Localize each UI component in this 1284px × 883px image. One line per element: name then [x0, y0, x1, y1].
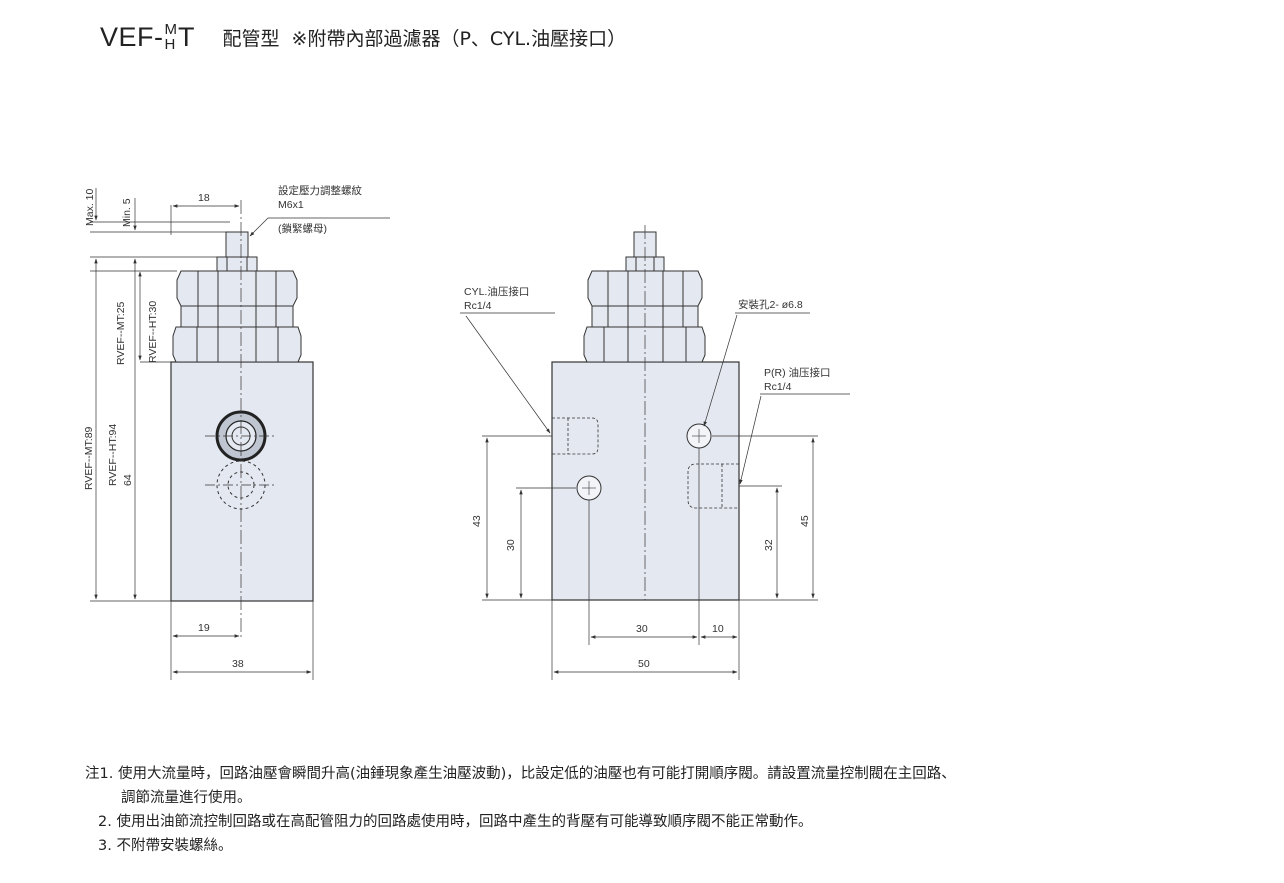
dim-ht-cap: RVEF--HT:30	[147, 301, 159, 363]
model-variant-lower: H	[164, 35, 176, 53]
model-variant-upper: M	[164, 20, 178, 38]
p-port-thread: Rc1/4	[764, 381, 792, 393]
right-upper-hex	[587, 270, 703, 328]
dim-30-horizontal: 30	[636, 623, 648, 635]
dim-body: 64	[122, 474, 134, 486]
right-view-labels: CYL.油压接口 Rc1/4 安裝孔2- ø6.8 P(R) 油压接口 Rc1/…	[464, 285, 831, 670]
dim-43: 43	[471, 515, 483, 527]
left-upper-hex	[176, 270, 298, 328]
right-lower-hex	[583, 326, 706, 363]
dim-50: 50	[638, 658, 650, 670]
model-prefix: VEF-	[100, 22, 164, 52]
technical-drawing: 設定壓力調整螺紋 M6x1 (鎖緊螺母) 18 Max. 10 Min. 5 R…	[83, 184, 850, 680]
dim-half-width: 19	[198, 622, 210, 634]
note-3: 3. 不附帶安裝螺絲。	[98, 838, 233, 854]
right-hidden-cyl-port	[552, 417, 599, 455]
dim-30-vertical: 30	[505, 539, 517, 551]
left-view	[90, 188, 390, 680]
mount-hole-label: 安裝孔2- ø6.8	[738, 298, 803, 311]
right-view	[460, 225, 850, 680]
cyl-port-thread: Rc1/4	[464, 300, 492, 312]
title-note: ※附帶內部過濾器（P、CYL.油壓接口）	[291, 28, 627, 50]
page-title: VEF- M H T 配管型 ※附帶內部過濾器（P、CYL.油壓接口）	[100, 22, 626, 53]
p-port-label: P(R) 油压接口	[764, 366, 831, 379]
dim-32: 32	[763, 539, 775, 551]
right-hidden-p-port	[687, 463, 739, 509]
dim-45: 45	[799, 515, 811, 527]
dim-10: 10	[712, 623, 724, 635]
model-variant-stack: M H	[165, 22, 178, 52]
dim-mt-cap: RVEF--MT:25	[115, 301, 127, 365]
left-adjust-screw	[225, 231, 249, 258]
left-lock-nut	[216, 256, 258, 272]
mount-type: 配管型	[222, 28, 280, 50]
note-2: 2. 使用出油節流控制回路或在高配管阻力的回路處使用時，回路中產生的背壓有可能導…	[98, 814, 813, 830]
left-lower-hex	[172, 326, 302, 363]
dim-max: Max. 10	[84, 188, 96, 226]
model-suffix: T	[178, 22, 195, 52]
note-1-line-1: 注1. 使用大流量時，回路油壓會瞬間升高(油錘現象產生油壓波動)，比設定低的油壓…	[85, 766, 956, 782]
left-body	[170, 361, 314, 602]
notes: 注1. 使用大流量時，回路油壓會瞬間升高(油錘現象產生油壓波動)，比設定低的油壓…	[85, 762, 956, 858]
dim-mt-total: RVEF--MT:89	[83, 426, 95, 490]
dim-ht-total: RVEF--HT:94	[107, 424, 119, 486]
left-view-labels: 設定壓力調整螺紋 M6x1 (鎖緊螺母) 18 Max. 10 Min. 5 R…	[83, 184, 362, 670]
dim-width: 38	[232, 658, 244, 670]
left-callout-nut: (鎖緊螺母)	[278, 222, 327, 235]
dim-top-width: 18	[198, 192, 210, 204]
left-callout-thread: M6x1	[278, 199, 304, 211]
note-1-line-2: 調節流量進行使用。	[121, 790, 252, 806]
dim-min: Min. 5	[121, 198, 133, 227]
cyl-port-label: CYL.油压接口	[464, 285, 529, 298]
left-callout-adjust: 設定壓力調整螺紋	[278, 184, 362, 197]
